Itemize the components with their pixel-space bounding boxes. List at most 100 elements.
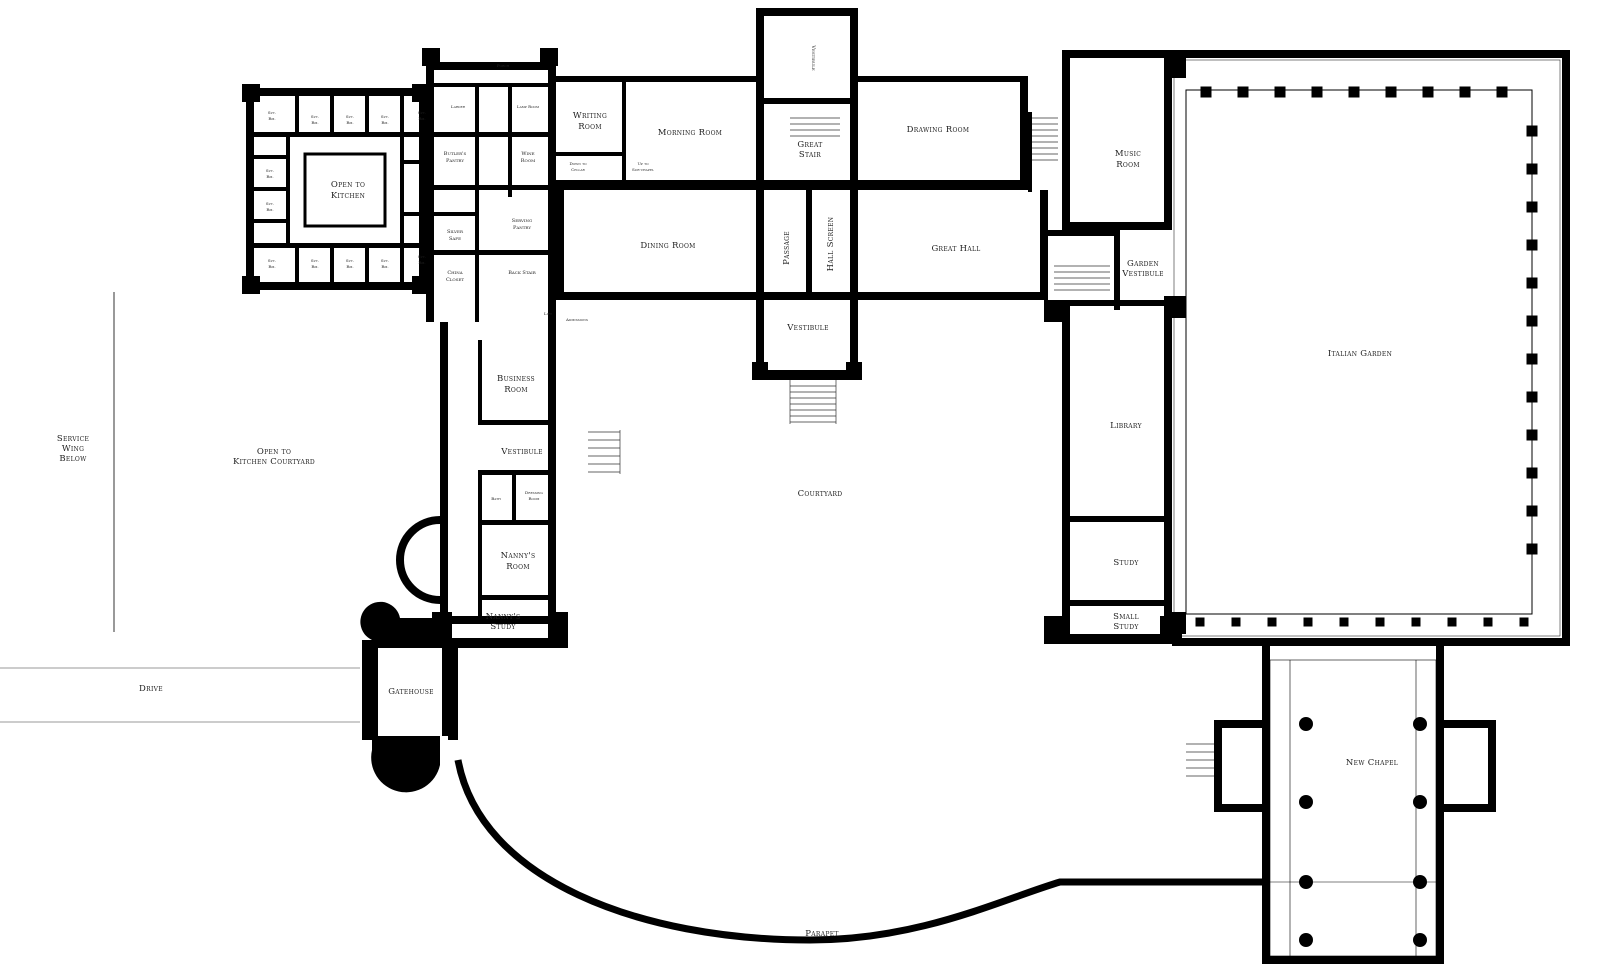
side-steps: [588, 430, 621, 474]
chapel-column: [1413, 795, 1427, 809]
chapel-column: [1413, 717, 1427, 731]
label-vestibule-main: Vestibule: [786, 323, 829, 333]
garden-pier: [1237, 86, 1249, 98]
label-gatehouse: Gatehouse: [388, 687, 434, 697]
chapel-columns: [1299, 717, 1427, 947]
great-stair-treads: [790, 117, 840, 137]
chapel-column: [1299, 795, 1313, 809]
front-steps: [789, 380, 837, 424]
garden-pier: [1375, 617, 1385, 627]
garden-pier: [1526, 125, 1538, 137]
chapel-column: [1299, 933, 1313, 947]
label-servants-room: Svt.Rm.: [268, 110, 276, 121]
label-library: Library: [1110, 421, 1142, 431]
label-passage: Passage: [782, 231, 792, 265]
label-lamp-room: Lamp Room: [517, 104, 539, 109]
garden-pier: [1526, 163, 1538, 175]
label-servants-room: Svt.Rm.: [418, 254, 426, 265]
garden-stair-treads: [1054, 265, 1110, 291]
label-servants-room: Svt.Rm.: [381, 258, 389, 269]
drive-lines: [0, 292, 360, 723]
garden-pier: [1526, 467, 1538, 479]
north-range-walls: [422, 8, 1172, 380]
garden-pier: [1526, 429, 1538, 441]
garden-pier: [1200, 86, 1212, 98]
label-new-chapel: New Chapel: [1346, 758, 1398, 768]
label-servants-room: Svt.Rm.: [311, 114, 319, 125]
label-admissions: Admissions: [565, 317, 588, 322]
garden-pier: [1447, 617, 1457, 627]
label-servants-room: Svt.Rm.: [418, 110, 426, 121]
label-servants-room: Svt.Rm.: [381, 114, 389, 125]
chapel-column: [1413, 933, 1427, 947]
label-servants-room: Svt.Rm.: [266, 201, 274, 212]
label-servants-room: Svt.Rm.: [346, 258, 354, 269]
garden-pier: [1519, 617, 1529, 627]
garden-pier: [1526, 505, 1538, 517]
label-servants-room: Svt.Rm.: [268, 258, 276, 269]
garden-pier: [1526, 315, 1538, 327]
garden-pier: [1483, 617, 1493, 627]
label-courtyard: Courtyard: [798, 489, 843, 499]
west-range-walls: [396, 322, 568, 648]
new-chapel-walls: [1214, 646, 1496, 964]
label-bath: Bath: [491, 496, 501, 501]
chapel-column: [1413, 875, 1427, 889]
label-study: Study: [1113, 558, 1139, 568]
chapel-column: [1299, 875, 1313, 889]
chapel-column: [1299, 717, 1313, 731]
east-range-walls: [1044, 300, 1182, 644]
chapel-steps: [1186, 743, 1214, 777]
gatehouse-walls: [360, 601, 1262, 944]
label-drawing-room: Drawing Room: [907, 125, 970, 135]
label-parapet: Parapet: [805, 929, 838, 939]
label-servants-room: Svt.Rm.: [266, 168, 274, 179]
garden-pier: [1274, 86, 1286, 98]
garden-pier: [1422, 86, 1434, 98]
kitchen-block-walls: [242, 84, 430, 294]
garden-pier: [1267, 617, 1277, 627]
garden-pier: [1526, 543, 1538, 555]
label-great-hall: Great Hall: [931, 244, 980, 254]
label-servants-room: Svt.Rm.: [311, 258, 319, 269]
drawing-stair-treads: [1032, 117, 1058, 161]
garden-pier: [1459, 86, 1471, 98]
garden-pier: [1385, 86, 1397, 98]
garden-pier: [1311, 86, 1323, 98]
garden-pier: [1526, 391, 1538, 403]
garden-pier: [1303, 617, 1313, 627]
label-italian-garden: Italian Garden: [1328, 349, 1392, 359]
garden-piers: [1195, 86, 1538, 627]
garden-pier: [1526, 277, 1538, 289]
label-dining-room: Dining Room: [640, 241, 695, 251]
italian-garden-walls: [1164, 50, 1570, 646]
garden-pier: [1195, 617, 1205, 627]
stairs: [588, 117, 1214, 777]
label-servants-room: Svt.Rm.: [346, 114, 354, 125]
garden-pier: [1526, 353, 1538, 365]
garden-pier: [1411, 617, 1421, 627]
label-back-stair: Back Stair: [508, 270, 537, 276]
garden-pier: [1496, 86, 1508, 98]
label-hall-screen: Hall Screen: [826, 217, 836, 272]
garden-pier: [1526, 201, 1538, 213]
label-lift: Lift: [544, 311, 552, 316]
